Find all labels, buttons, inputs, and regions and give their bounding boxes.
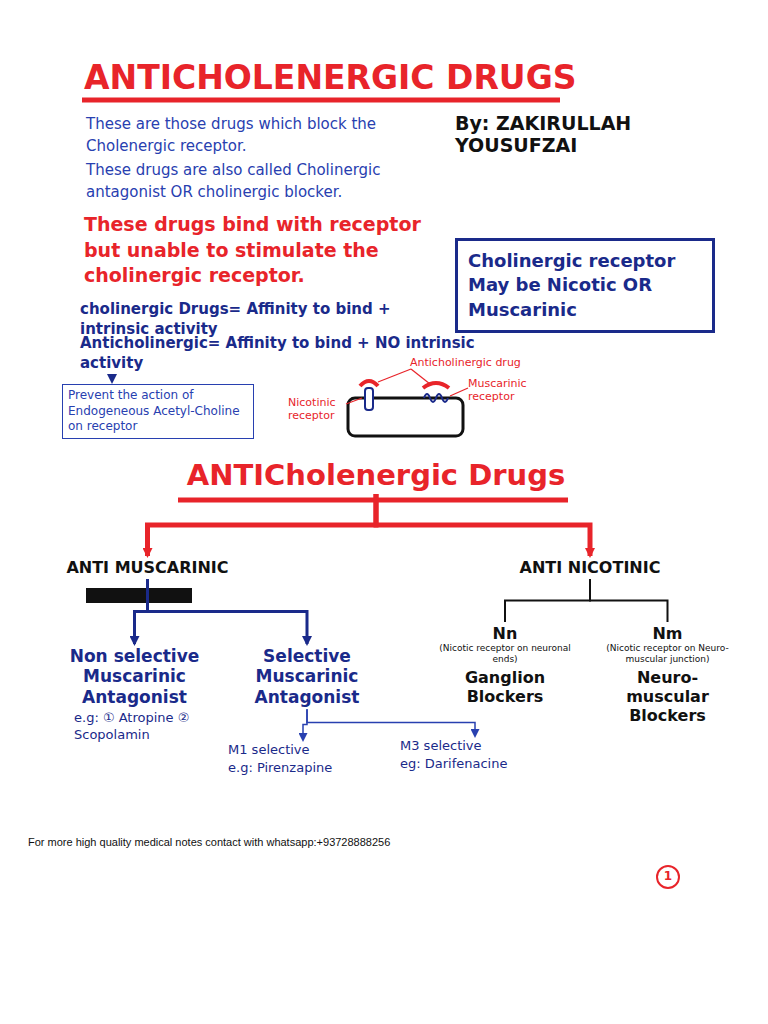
heading-underline: [178, 498, 568, 503]
footer-note: For more high quality medical notes cont…: [28, 836, 528, 848]
category-label: ANTI NICOTINIC: [505, 558, 675, 577]
node-text: ANTI MUSCARINIC: [50, 558, 245, 577]
tree-connector: [135, 579, 148, 644]
section-heading: ANTICholenergic Drugs: [176, 458, 576, 492]
blocker-class: Nn(Nicotic receptor on neuronal ends) Gan…: [430, 624, 580, 706]
body-text: These drugs are also called Cholinergic …: [86, 160, 426, 204]
tree-connector: [590, 579, 668, 622]
node-text: e.g: ① Atropine ② Scopolamin: [52, 710, 217, 744]
tree-connector: [148, 579, 308, 644]
node-text: eg: Darifenacine: [400, 756, 550, 771]
page-title: ANTICHOLENERGIC DRUGS: [84, 58, 604, 97]
drug-class: Selective Muscarinic Antagonist: [232, 646, 382, 707]
node-text: e.g: Pirenzapine: [228, 760, 378, 775]
tree-connector: [148, 494, 377, 556]
emphasis-text: These drugs bind with receptor but unabl…: [84, 212, 449, 289]
node-text: Selective Muscarinic Antagonist: [232, 646, 382, 707]
node-text: Nn: [430, 624, 580, 643]
drug-symbol: [423, 383, 449, 388]
node-text: Cholinergic receptor May be Nicotic OR M…: [468, 249, 702, 322]
node-text: Ganglion Blockers: [430, 668, 580, 706]
note-box: Prevent the action of Endogeneous Acetyl…: [62, 384, 254, 439]
node-text: (Nicotic receptor on Neuro-muscular junc…: [600, 643, 735, 665]
node-text: Non selective Muscarinic Antagonist: [52, 646, 217, 707]
leader-line: [346, 398, 362, 404]
node-text: Prevent the action of Endogeneous Acetyl…: [68, 388, 248, 435]
node-text: ANTI NICOTINIC: [505, 558, 675, 577]
leader-line: [378, 369, 411, 382]
leader-line: [411, 369, 430, 384]
nicotinic-receptor-symbol: [365, 388, 373, 410]
figure-label: Nicotinic receptor: [288, 396, 346, 422]
tree-connector: [505, 579, 590, 622]
drug-subclass: M1 selective e.g: Pirenzapine: [228, 742, 378, 775]
drug-class: Non selective Muscarinic Antagoniste.g: …: [52, 646, 217, 744]
muscarinic-receptor-symbol: [424, 394, 448, 402]
node-text: Neuro-muscular Blockers: [600, 668, 735, 726]
figure-label: Muscarinic receptor: [468, 377, 548, 403]
definition-line: cholinergic Drugs= Affinity to bind + in…: [80, 300, 450, 339]
blocker-class: Nm(Nicotic receptor on Neuro-muscular ju…: [600, 624, 735, 725]
page-number: 1: [663, 869, 673, 883]
node-text: ANTICholenergic Drugs: [176, 458, 576, 492]
tree-connector: [307, 709, 475, 736]
drug-subclass: M3 selective eg: Darifenacine: [400, 738, 550, 771]
node-text: M1 selective: [228, 742, 378, 757]
figure-label: Anticholinergic drug: [410, 356, 520, 369]
category-label: ANTI MUSCARINIC: [50, 558, 245, 577]
title-underline: [82, 98, 560, 103]
node-text: (Nicotic receptor on neuronal ends): [430, 643, 580, 665]
body-text: These are those drugs which block the Ch…: [86, 114, 426, 158]
author-label: By: ZAKIRULLAH YOUSUFZAI: [455, 113, 705, 157]
node-text: M3 selective: [400, 738, 550, 753]
page-number-circle: [657, 866, 679, 888]
tree-connector: [111, 375, 113, 382]
info-box: Cholinergic receptor May be Nicotic OR M…: [455, 238, 715, 333]
leader-line: [450, 388, 468, 396]
drug-symbol: [360, 381, 378, 386]
node-text: Nm: [600, 624, 735, 643]
tree-connector: [376, 494, 590, 556]
scribble-bar: [86, 588, 192, 603]
